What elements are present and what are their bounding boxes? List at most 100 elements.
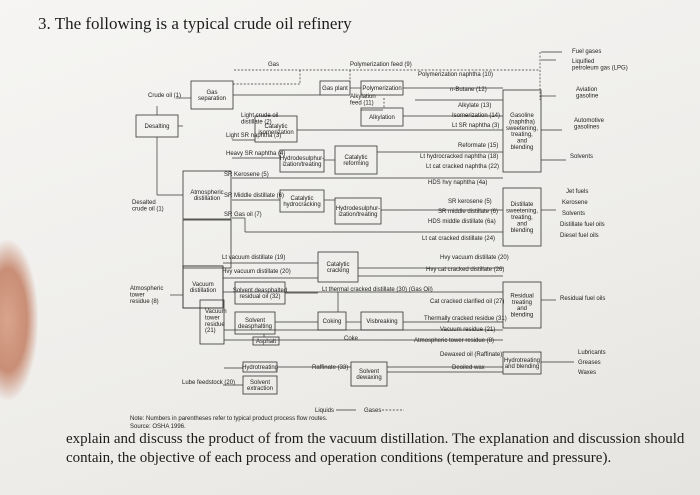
product-waxes: Waxes	[578, 370, 596, 376]
question-heading: 3. The following is a typical crude oil …	[38, 14, 352, 33]
stream-poly-naphtha: Polymerization naphtha (10)	[418, 72, 493, 78]
stream-thermal-cracked-residue: Thermally cracked residue (31)	[424, 316, 507, 322]
legend-gases-label: Gases	[364, 408, 381, 414]
unit-desalting: Desalting	[135, 114, 179, 138]
stream-hydrocracked-naphtha: Lt hydrocracked naphtha (18)	[420, 154, 498, 160]
stream-alkylate: Alkylate (13)	[458, 103, 491, 109]
stream-sr-kerosene-2: SR kerosene (5)	[448, 199, 492, 205]
stream-sr-gas-oil: SR Gas oil (7)	[224, 212, 262, 218]
unit-label-asphalt: Asphalt	[256, 339, 276, 345]
unit-label-hydrodesulphurization-2: Hydrodesulphur-ization/treating	[336, 206, 380, 218]
unit-visbreaking: Visbreaking	[360, 311, 404, 331]
stream-crude-oil: Crude oil (1)	[148, 93, 181, 99]
stream-hvy-vacuum-distillate-2: Hvy vacuum distillate (20)	[440, 255, 509, 261]
stream-lt-cat-cracked-distillate: Lt cat cracked distillate (24)	[422, 236, 495, 242]
unit-gas-plant: Gas plant	[319, 80, 351, 96]
unit-label-polymerization: Polymerization	[362, 86, 401, 92]
stream-cat-cracked-naphtha: Lt cat cracked naphtha (22)	[426, 164, 499, 170]
unit-label-coking: Coking	[323, 319, 342, 325]
unit-label-gas-plant: Gas plant	[322, 86, 348, 92]
stream-gas-top: Gas	[268, 62, 279, 68]
unit-label-desalting: Desalting	[144, 124, 169, 130]
stream-coke: Coke	[344, 336, 359, 342]
product-greases: Greases	[578, 360, 601, 366]
stream-raffinate: Raffinate (33)	[312, 365, 348, 371]
unit-label-hydrodesulphurization: Hydrodesulphur-ization/treating	[280, 156, 324, 168]
stream-lt-vacuum-distillate: Lt vacuum distillate (19)	[222, 255, 285, 261]
product-distillate-fuel-oils: Distillate fuel oils	[560, 222, 605, 228]
stream-deoiled-wax: Deoiled wax	[452, 365, 485, 371]
unit-gasoline-blending: Gasoline(naphtha)sweetening,treating,and…	[502, 89, 542, 173]
product-solvents: Solvents	[570, 154, 593, 160]
vacuum-residue-box	[199, 299, 225, 345]
stream-lube-feedstock: Lube feedstock (20)	[182, 380, 235, 386]
unit-label-alkylation: Alkylation	[369, 115, 395, 121]
diagram-note: Note: Numbers in parentheses refer to ty…	[130, 416, 328, 422]
atmospheric-tower-lower	[182, 219, 232, 269]
stream-hvy-cat-cracked-distillate: Hvy cat cracked distillate (26)	[426, 267, 504, 273]
stream-thermal-cracked: Lt thermal cracked distillate (30) (Gas …	[322, 287, 433, 293]
stream-atm-tower-residue-2: Atmospheric tower residue (8)	[414, 338, 494, 344]
product-lubricants: Lubricants	[578, 350, 606, 356]
unit-asphalt: Asphalt	[252, 336, 280, 346]
product-jet-fuels: Jet fuels	[566, 189, 588, 195]
unit-coking: Coking	[317, 311, 347, 331]
diagram-source: Source: OSHA 1996.	[130, 424, 186, 430]
product-solvents-2: Solvents	[562, 211, 585, 217]
product-kerosene: Kerosene	[562, 200, 588, 206]
gas-flow-lines	[233, 52, 541, 108]
stream-reformate: Reformate (15)	[458, 143, 498, 149]
unit-label-visbreaking: Visbreaking	[366, 319, 397, 325]
product-residual-fuel-oils: Residual fuel oils	[560, 296, 605, 302]
stream-sr-middle-distillate: SR Middle distillate (6)	[224, 193, 284, 199]
stream-sr-middle-distillate-2: SR middle distillate (6)	[438, 209, 498, 215]
vacuum-tower-outline	[182, 265, 224, 309]
flow-lines	[156, 51, 574, 386]
stream-heavy-sr-naphtha: Heavy SR naphtha (4)	[226, 151, 285, 157]
stream-sr-kerosene: SR Kerosene (5)	[224, 172, 269, 178]
unit-hydrotreating: Hydrotreating	[242, 361, 278, 373]
unit-polymerization: Polymerization	[360, 80, 404, 96]
stream-dewaxed-oil: Dewaxed oil (Raffinate)	[440, 352, 502, 358]
stream-hvy-vacuum-distillate: Hvy vacuum distillate (20)	[222, 269, 291, 275]
stream-poly-feed: Polymerization feed (9)	[350, 62, 412, 68]
stream-n-butane: n-Butane (12)	[450, 87, 487, 93]
thumb-shadow	[0, 240, 38, 400]
unit-alkylation: Alkylation	[360, 107, 404, 127]
stream-cat-clarified-oil: Cat cracked clarified oil (27)	[430, 299, 504, 305]
